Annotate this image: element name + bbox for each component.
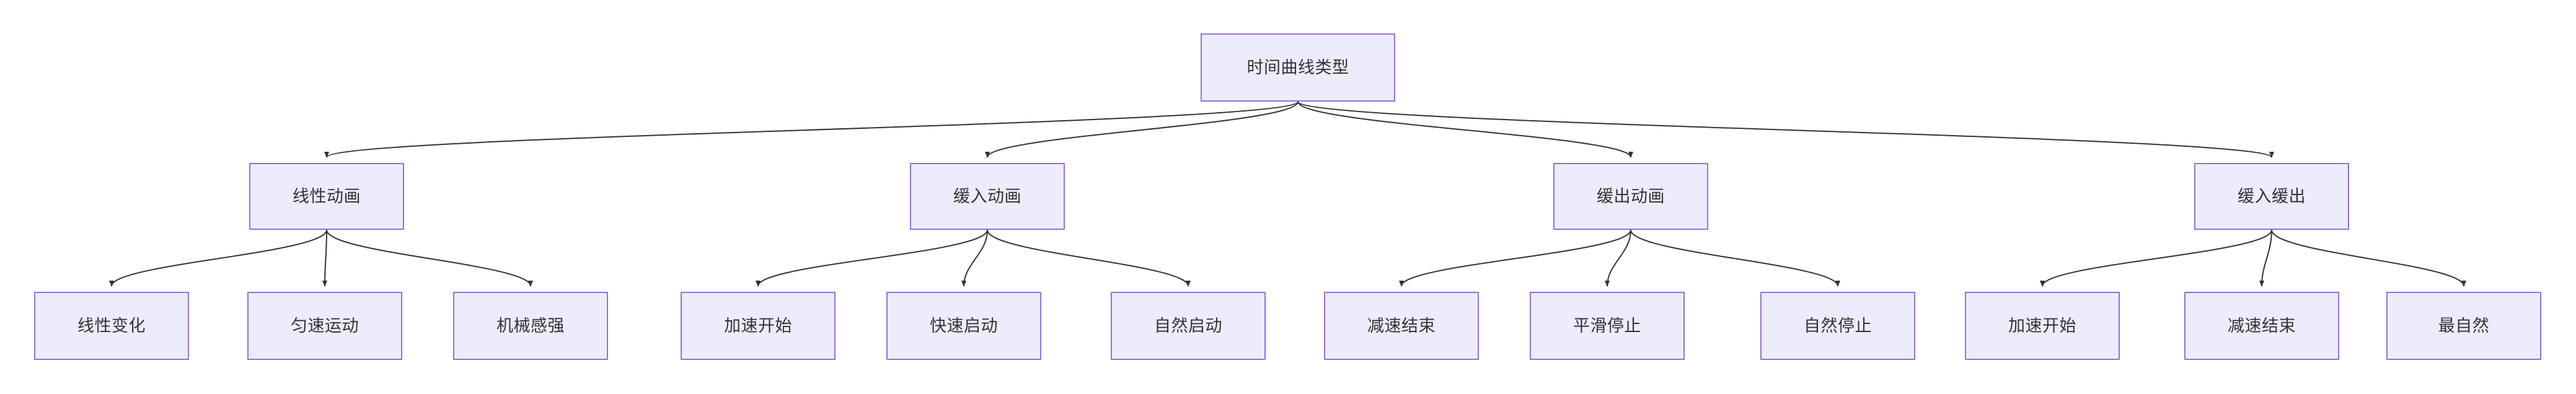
edge-线性动画-to-机械感强 <box>326 229 533 287</box>
node-label: 线性变化 <box>77 316 146 335</box>
node-leaf-减速结束[interactable]: 减速结束 <box>2184 292 2339 360</box>
node-leaf-线性变化[interactable]: 线性变化 <box>34 292 189 360</box>
edge-root-to-缓出动画 <box>1297 101 1633 158</box>
node-label: 平滑停止 <box>1573 316 1641 335</box>
node-leaf-机械感强[interactable]: 机械感强 <box>453 292 608 360</box>
node-leaf-最自然[interactable]: 最自然 <box>2386 292 2541 360</box>
edge-缓入动画-to-加速开始 <box>756 229 988 287</box>
edge-线性动画-to-线性变化 <box>109 229 327 287</box>
edge-group <box>109 101 2466 287</box>
node-label: 加速开始 <box>2008 316 2076 335</box>
node-leaf-减速结束[interactable]: 减速结束 <box>1324 292 1479 360</box>
node-label: 减速结束 <box>1367 316 1436 335</box>
node-branch-缓入动画[interactable]: 缓入动画 <box>910 163 1065 230</box>
node-root-时间曲线类型[interactable]: 时间曲线类型 <box>1201 33 1395 102</box>
node-leaf-快速启动[interactable]: 快速启动 <box>886 292 1041 360</box>
node-label: 自然停止 <box>1804 316 1872 335</box>
node-leaf-加速开始[interactable]: 加速开始 <box>681 292 836 360</box>
edge-root-to-缓入缓出 <box>1297 101 2274 158</box>
node-label: 自然启动 <box>1154 316 1222 335</box>
node-label: 匀速运动 <box>291 316 359 335</box>
edge-root-to-线性动画 <box>324 101 1299 158</box>
node-label: 机械感强 <box>496 316 565 335</box>
edge-缓出动画-to-自然停止 <box>1630 229 1840 287</box>
node-label: 缓入缓出 <box>2238 186 2306 206</box>
node-label: 快速启动 <box>930 316 998 335</box>
node-leaf-匀速运动[interactable]: 匀速运动 <box>247 292 402 360</box>
node-label: 时间曲线类型 <box>1246 58 1349 77</box>
node-label: 缓入动画 <box>953 186 1021 206</box>
edge-线性动画-to-匀速运动 <box>322 229 328 287</box>
edge-缓入缓出-to-加速开始 <box>2040 229 2272 287</box>
node-branch-线性动画[interactable]: 线性动画 <box>249 163 404 230</box>
node-label: 最自然 <box>2438 316 2490 335</box>
edge-缓入缓出-to-最自然 <box>2271 229 2466 287</box>
node-leaf-平滑停止[interactable]: 平滑停止 <box>1530 292 1685 360</box>
edge-缓入缓出-to-减速结束 <box>2259 229 2272 287</box>
node-branch-缓出动画[interactable]: 缓出动画 <box>1553 163 1708 230</box>
edge-缓入动画-to-自然启动 <box>987 229 1191 287</box>
edge-缓出动画-to-减速结束 <box>1399 229 1631 287</box>
node-leaf-加速开始[interactable]: 加速开始 <box>1965 292 2120 360</box>
node-label: 减速结束 <box>2228 316 2296 335</box>
edge-root-to-缓入动画 <box>985 101 1299 158</box>
node-branch-缓入缓出[interactable]: 缓入缓出 <box>2194 163 2349 230</box>
edge-缓入动画-to-快速启动 <box>961 229 988 287</box>
edge-缓出动画-to-平滑停止 <box>1605 229 1631 287</box>
node-label: 缓出动画 <box>1597 186 1665 206</box>
node-label: 线性动画 <box>293 186 361 206</box>
node-label: 加速开始 <box>724 316 792 335</box>
node-leaf-自然停止[interactable]: 自然停止 <box>1760 292 1915 360</box>
node-leaf-自然启动[interactable]: 自然启动 <box>1111 292 1266 360</box>
